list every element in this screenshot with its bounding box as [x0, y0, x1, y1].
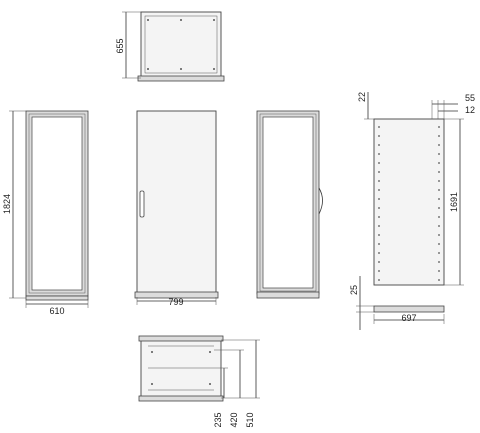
dim-plinth-a: 235 [213, 412, 223, 427]
perforation-hole [378, 126, 380, 128]
side-panel [373, 118, 445, 286]
perforation-hole [438, 153, 440, 155]
perforation-hole [438, 225, 440, 227]
plinth-view: 235 420 510 [138, 335, 260, 428]
perforation-hole [378, 243, 380, 245]
perforation-hole [438, 243, 440, 245]
perforation-hole [438, 180, 440, 182]
perforation-hole [438, 144, 440, 146]
perforation-hole [438, 135, 440, 137]
perforation-hole [438, 279, 440, 281]
perforation-hole [438, 252, 440, 254]
perforation-hole [378, 135, 380, 137]
perforation-hole [378, 171, 380, 173]
perforation-hole [438, 261, 440, 263]
perforation-hole [378, 270, 380, 272]
perforation-hole [378, 162, 380, 164]
front-door-view: 799 [134, 110, 219, 307]
perforation-hole [378, 216, 380, 218]
perforation-hole [378, 153, 380, 155]
dim-top-depth: 655 [115, 38, 125, 53]
front-frame-view: 1824 610 [2, 110, 89, 316]
side-base-plate [373, 305, 445, 313]
perforation-hole [378, 225, 380, 227]
perforation-hole [438, 171, 440, 173]
perforation-hole [378, 234, 380, 236]
perforation-hole [438, 198, 440, 200]
perforation-hole [378, 207, 380, 209]
perforation-hole [438, 270, 440, 272]
dim-front-width: 610 [49, 306, 64, 316]
top-view-panel [140, 11, 222, 78]
dim-side-top-right-b: 12 [465, 105, 475, 115]
door-panel [136, 110, 217, 295]
side-handle [318, 187, 323, 215]
perforation-hole [438, 126, 440, 128]
dim-side-top-offset: 22 [357, 92, 367, 102]
perforation-hole [378, 279, 380, 281]
perforation-hole [438, 189, 440, 191]
top-view: 655 [115, 11, 225, 82]
perforation-hole [378, 144, 380, 146]
dim-side-height: 1691 [449, 192, 459, 212]
dim-plinth-c: 510 [245, 412, 255, 427]
perforation-hole [438, 234, 440, 236]
perforation-hole [438, 162, 440, 164]
door-handle [139, 190, 145, 218]
side-frame-view [256, 110, 323, 299]
perforation-hole [378, 189, 380, 191]
perforation-hole [378, 180, 380, 182]
dim-door-width: 799 [168, 297, 183, 307]
dim-side-top-right-a: 55 [465, 93, 475, 103]
perforation-hole [378, 261, 380, 263]
dim-plinth-b: 420 [229, 412, 239, 427]
dim-front-height: 1824 [2, 194, 12, 214]
side-panel-view: 22 55 12 1691 25 697 [349, 92, 475, 330]
dim-side-bottom-offset: 25 [349, 285, 359, 295]
perforation-hole [378, 252, 380, 254]
perforation-hole [378, 198, 380, 200]
perforation-hole [438, 207, 440, 209]
perforation-hole [438, 216, 440, 218]
dim-side-width: 697 [401, 313, 416, 323]
